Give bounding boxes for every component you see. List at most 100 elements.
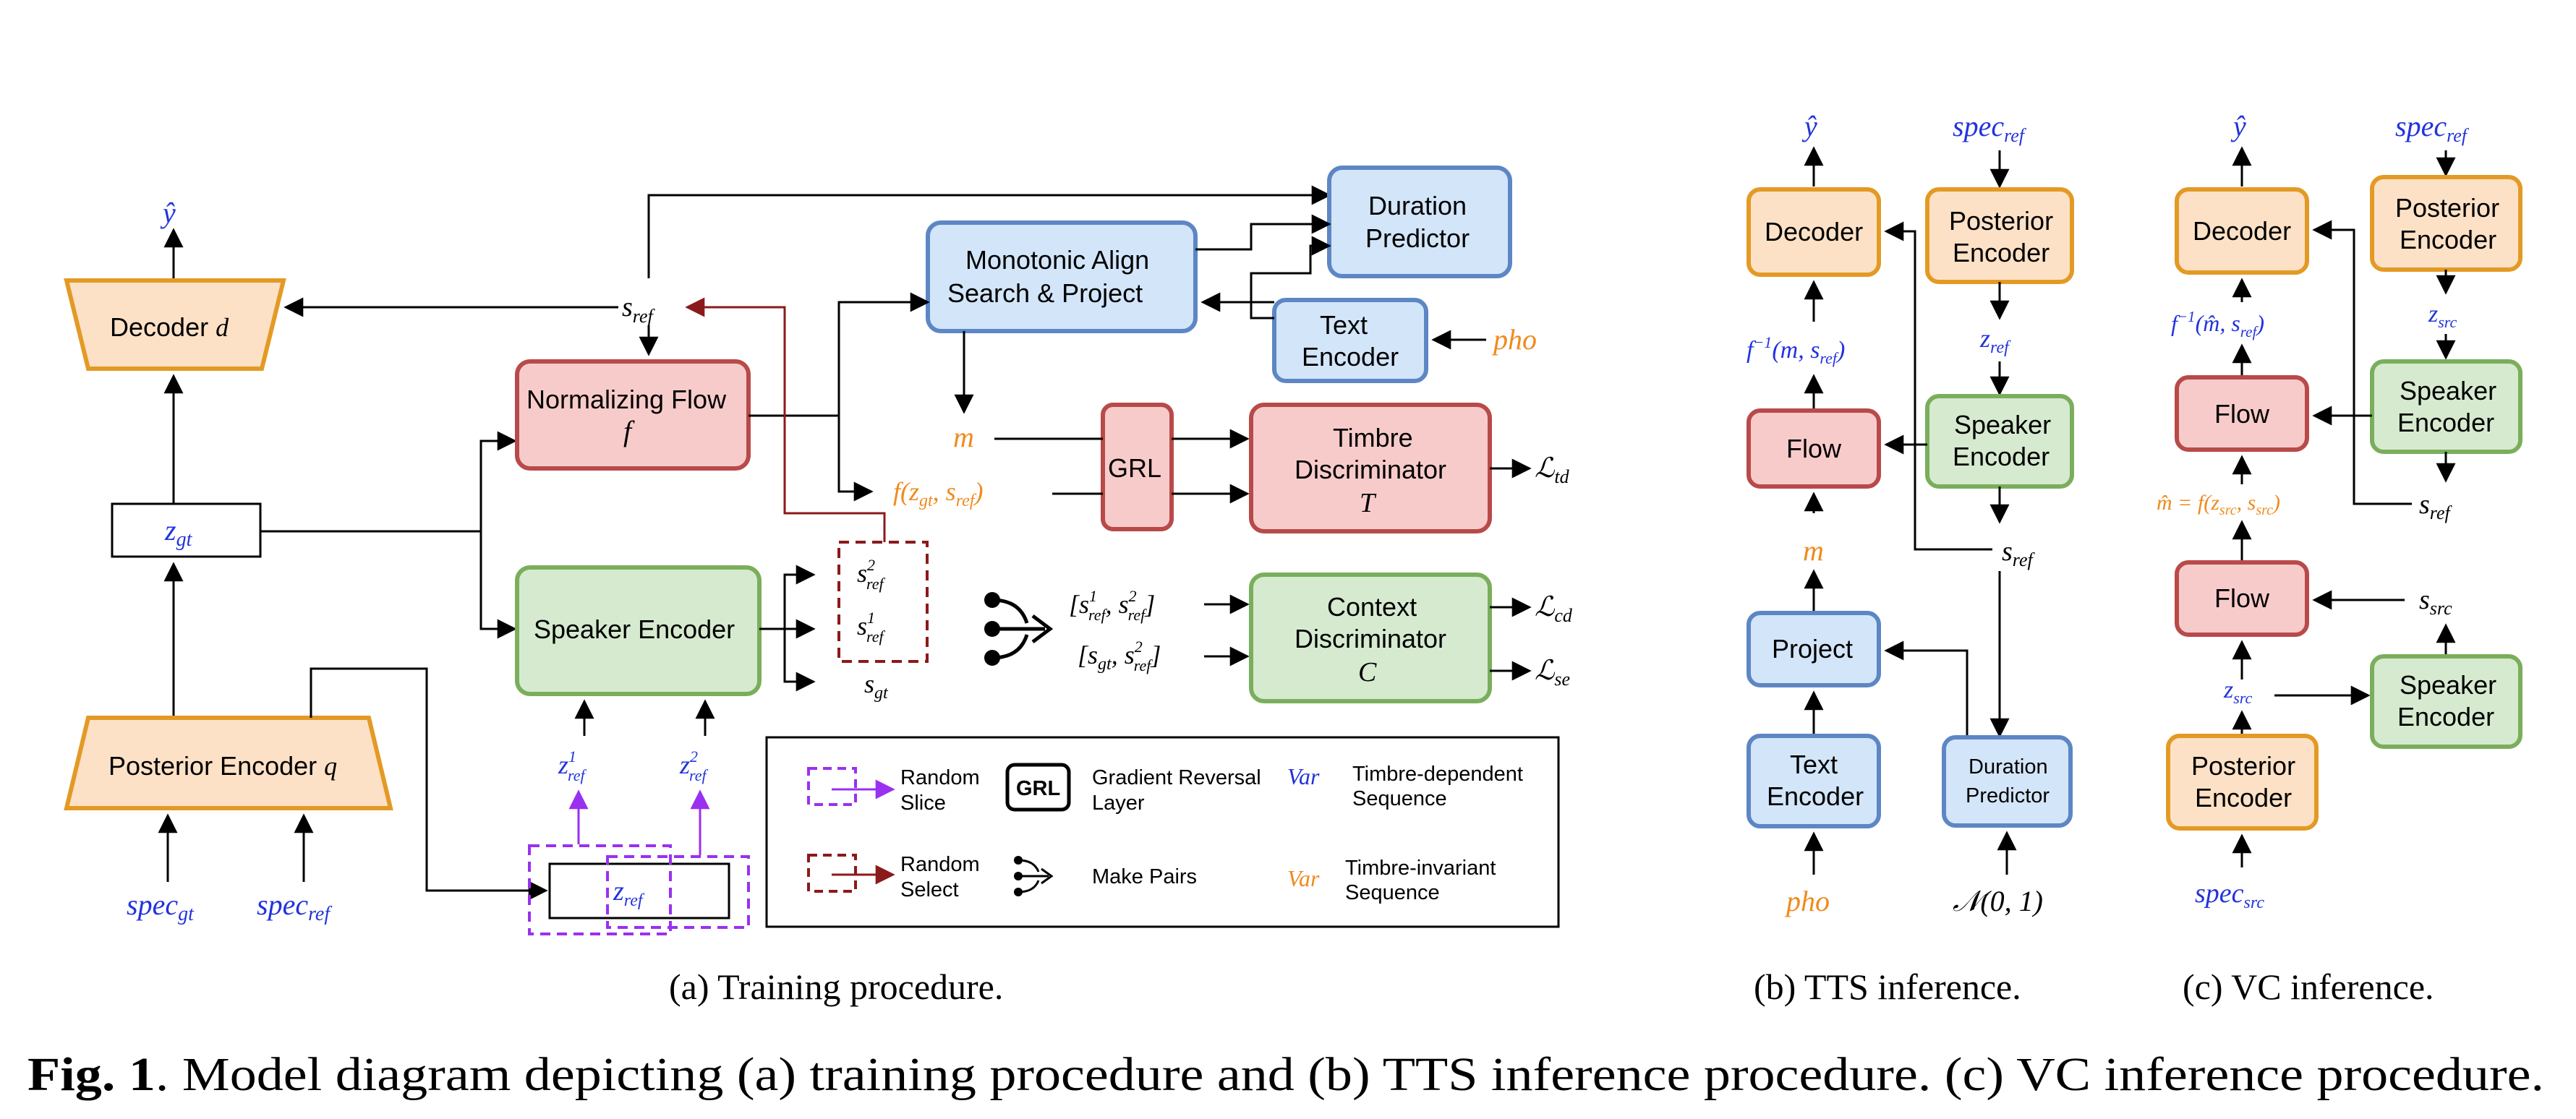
decoder-block: Decoder d bbox=[64, 278, 286, 371]
legend-random-select-2: Select bbox=[900, 878, 959, 901]
s-gt-label: sgt bbox=[864, 669, 889, 703]
tts-inference: ŷ specref Decoder Posterior Encoder zref… bbox=[1747, 110, 2074, 917]
tts-s-ref: sref bbox=[2002, 536, 2035, 570]
vc-flow-bottom-label: Flow bbox=[2214, 583, 2270, 613]
grl-block: GRL bbox=[1101, 403, 1174, 531]
legend-make-pairs: Make Pairs bbox=[1092, 865, 1197, 888]
caption-vc: (c) VC inference. bbox=[2183, 966, 2434, 1007]
vc-posterior-top-block: Posterior Encoder bbox=[2370, 175, 2522, 272]
tts-duration-block: Duration Predictor bbox=[1942, 735, 2073, 828]
vc-speaker-top-label-2: Encoder bbox=[2397, 408, 2494, 437]
timbre-label-1: Timbre bbox=[1333, 423, 1413, 453]
f-zgt-sref-label: f(zgt, sref) bbox=[893, 477, 983, 510]
legend-invariant-2: Sequence bbox=[1345, 881, 1440, 904]
tts-flow-block: Flow bbox=[1747, 408, 1881, 489]
context-var: C bbox=[1358, 657, 1377, 687]
legend-random-select-1: Random bbox=[900, 853, 980, 876]
vc-speaker-bottom-label-1: Speaker bbox=[2400, 670, 2496, 700]
legend-make-pairs-icon bbox=[1014, 856, 1054, 896]
z-gt-box: zgt bbox=[111, 502, 262, 558]
context-label-2: Discriminator bbox=[1295, 624, 1446, 653]
tts-spec-ref: specref bbox=[1953, 110, 2027, 146]
tts-speaker-label-2: Encoder bbox=[1953, 442, 2050, 471]
text-encoder-block: Text Encoder bbox=[1272, 298, 1428, 383]
legend-dependent-1: Timbre-dependent bbox=[1352, 763, 1523, 786]
tts-decoder-block: Decoder bbox=[1747, 187, 1881, 277]
training-procedure: ŷ Decoder d zgt Posterior Encoder q spec… bbox=[64, 166, 1573, 935]
timbre-discriminator-block: Timbre Discriminator T bbox=[1249, 403, 1492, 533]
vc-f-inverse: f−1(m̂, sref) bbox=[2171, 308, 2264, 340]
make-pairs-icon bbox=[984, 592, 1054, 666]
decoder-label: Decoder bbox=[110, 312, 208, 342]
tts-decoder-label: Decoder bbox=[1765, 217, 1863, 246]
vc-posterior-top-label-1: Posterior bbox=[2395, 193, 2499, 223]
decoder-var: d bbox=[216, 313, 229, 342]
text-encoder-label-2: Encoder bbox=[1302, 342, 1399, 372]
vc-speaker-top-block: Speaker Encoder bbox=[2370, 359, 2522, 454]
vc-decoder-block: Decoder bbox=[2175, 187, 2309, 275]
caption-tts: (b) TTS inference. bbox=[1754, 966, 2021, 1007]
legend-grl-1: Gradient Reversal bbox=[1092, 766, 1261, 789]
vc-posterior-bottom-label-2: Encoder bbox=[2195, 783, 2292, 813]
vc-flow-top-label: Flow bbox=[2214, 399, 2270, 429]
legend-grl-2: Layer bbox=[1092, 792, 1145, 815]
svg-text:Posterior Encoder q: Posterior Encoder q bbox=[108, 751, 337, 781]
context-label-1: Context bbox=[1327, 592, 1417, 622]
loss-cd-label: ℒcd bbox=[1535, 592, 1573, 626]
legend-random-slice-1: Random bbox=[900, 766, 980, 789]
monotonic-align-label-1: Monotonic Align bbox=[965, 245, 1149, 275]
vc-z-src-top: zsrc bbox=[2428, 301, 2457, 331]
vc-speaker-bottom-block: Speaker Encoder bbox=[2370, 654, 2522, 749]
vc-spec-ref: specref bbox=[2395, 110, 2470, 146]
vc-speaker-bottom-label-2: Encoder bbox=[2397, 702, 2494, 732]
timbre-var: T bbox=[1360, 488, 1377, 518]
speaker-encoder-label: Speaker Encoder bbox=[534, 614, 735, 644]
speaker-encoder-block: Speaker Encoder bbox=[515, 565, 762, 696]
vc-spec-src: specsrc bbox=[2195, 878, 2264, 912]
tts-posterior-block: Posterior Encoder bbox=[1925, 187, 2074, 284]
text-encoder-label-1: Text bbox=[1320, 310, 1368, 340]
tts-speaker-block: Speaker Encoder bbox=[1925, 394, 2074, 489]
z-ref-slices: zref bbox=[528, 844, 750, 935]
y-hat-label: ŷ bbox=[160, 197, 176, 229]
duration-predictor-label-2: Predictor bbox=[1365, 223, 1470, 253]
legend-var-blue: Var bbox=[1287, 763, 1320, 789]
posterior-encoder-block: Posterior Encoder q bbox=[64, 716, 393, 810]
tts-m: m bbox=[1803, 534, 1824, 567]
normalizing-flow-block: Normalizing Flow f bbox=[515, 359, 751, 471]
tts-pho: pho bbox=[1784, 885, 1830, 917]
legend: Random Slice Random Select GRL Gradient … bbox=[765, 736, 1560, 928]
tts-project-block: Project bbox=[1747, 611, 1881, 687]
grl-label: GRL bbox=[1108, 453, 1161, 483]
vc-speaker-top-label-1: Speaker bbox=[2400, 376, 2496, 406]
tts-duration-label-2: Predictor bbox=[1966, 784, 2050, 807]
vc-posterior-bottom-block: Posterior Encoder bbox=[2166, 734, 2319, 831]
vc-flow-bottom-block: Flow bbox=[2175, 560, 2309, 637]
tts-z-ref: zref bbox=[1979, 324, 2011, 357]
tts-posterior-label-1: Posterior bbox=[1949, 206, 2053, 236]
caption-main-bold: Fig. 1 bbox=[27, 1048, 155, 1101]
vc-y-hat: ŷ bbox=[2230, 110, 2246, 142]
tts-speaker-label-1: Speaker bbox=[1954, 410, 2051, 440]
tts-text-label-2: Encoder bbox=[1767, 781, 1864, 811]
vc-inference: ŷ specref Decoder Posterior Encoder zsrc… bbox=[2157, 110, 2522, 912]
legend-var-orange: Var bbox=[1287, 865, 1320, 891]
tts-normal: 𝒩(0, 1) bbox=[1953, 885, 2043, 917]
pho-label: pho bbox=[1491, 323, 1537, 356]
vc-s-ref: sref bbox=[2419, 489, 2452, 523]
svg-text:Decoder d: Decoder d bbox=[110, 312, 229, 342]
loss-se-label: ℒse bbox=[1535, 656, 1570, 690]
caption-main-text: . Model diagram depicting (a) training p… bbox=[155, 1048, 2544, 1101]
posterior-var: q bbox=[324, 752, 337, 781]
vc-z-src-bottom: zsrc bbox=[2223, 677, 2253, 707]
duration-predictor-label-1: Duration bbox=[1368, 191, 1467, 220]
legend-invariant-1: Timbre-invariant bbox=[1345, 857, 1496, 880]
legend-random-slice-2: Slice bbox=[900, 792, 946, 815]
